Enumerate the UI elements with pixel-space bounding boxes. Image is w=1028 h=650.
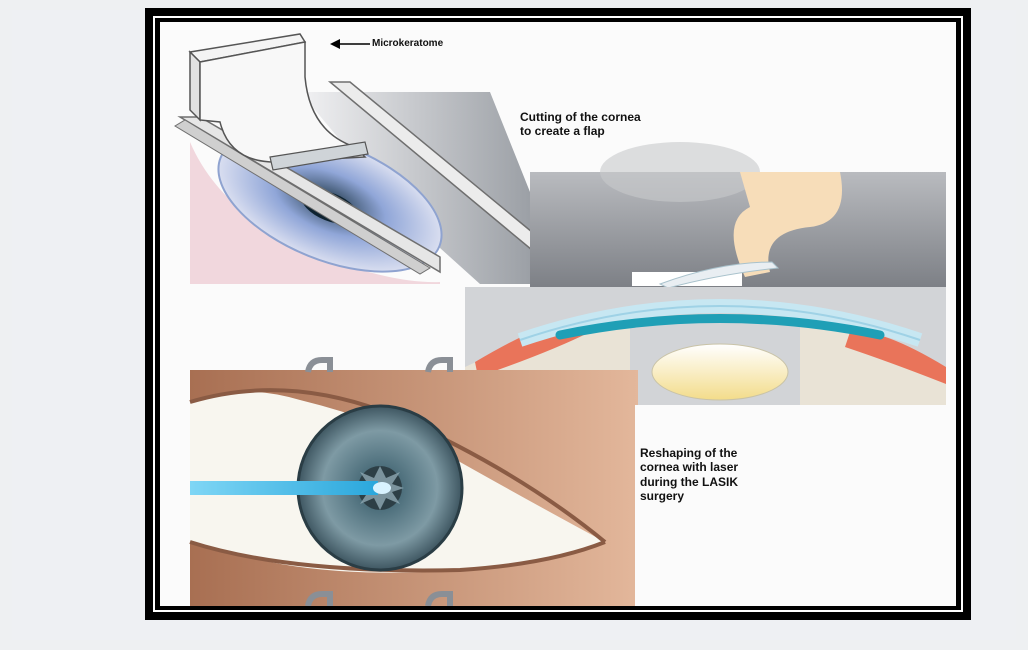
cutting-cornea-caption: Cutting of the cornea to create a flap <box>520 110 641 139</box>
lens-icon <box>652 344 788 400</box>
microkeratome-label: Microkeratome <box>372 38 443 50</box>
reshaping-cornea-caption: Reshaping of the cornea with laser durin… <box>640 446 738 504</box>
cornea-cross-section-panel <box>465 142 946 405</box>
microkeratome-panel <box>175 34 532 300</box>
lasik-diagram-canvas: Microkeratome Cutting of the cornea to c… <box>160 22 956 606</box>
laser-beam-icon <box>190 481 378 495</box>
